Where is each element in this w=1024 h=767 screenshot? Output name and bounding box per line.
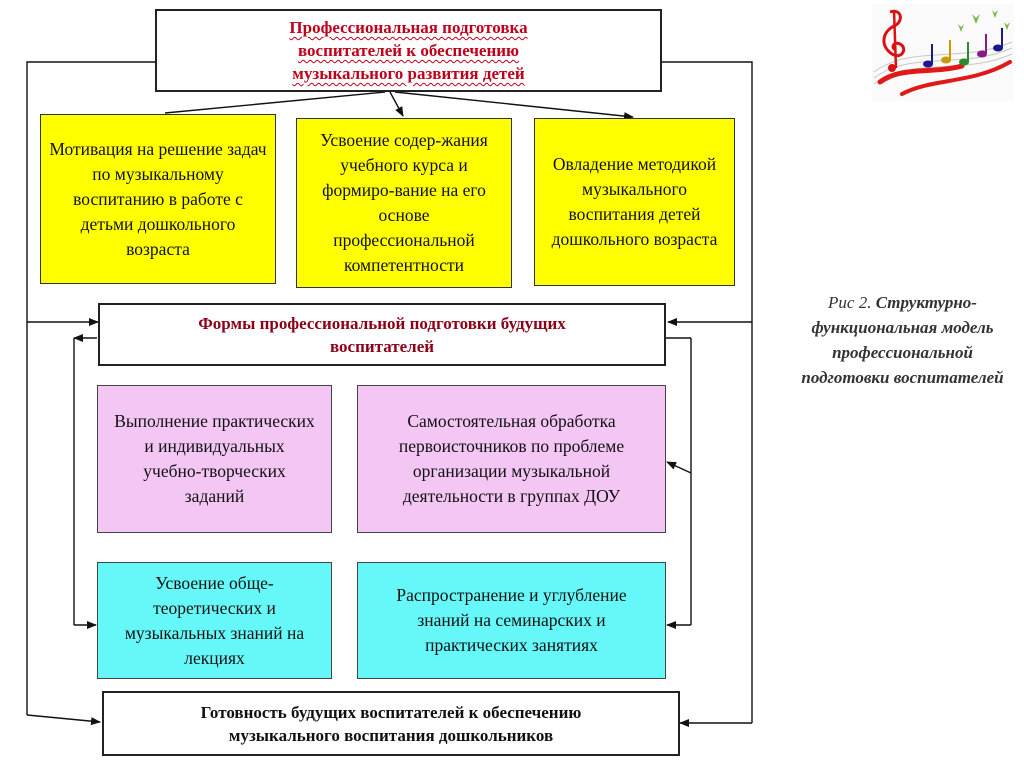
seminars-text: Распространение и углубление знаний на с… xyxy=(372,583,651,658)
readiness-box: Готовность будущих воспитателей к обеспе… xyxy=(102,691,680,756)
forms-title-line-1: Формы профессиональной подготовки будущи… xyxy=(198,312,566,335)
course-content-box: Усвоение содер-жания учебного курса и фо… xyxy=(296,118,512,288)
practical-tasks-box: Выполнение практических и индивидуальных… xyxy=(97,385,332,533)
motivation-text: Мотивация на решение задач по музыкально… xyxy=(49,137,267,262)
figure-caption: Рис 2. Структурно-функциональная модель … xyxy=(795,290,1010,390)
arrow-top-to-motivation xyxy=(165,92,385,113)
top-title-line-1: Профессиональная подготовка xyxy=(289,16,527,39)
lectures-text: Усвоение обще-теоретических и музыкальны… xyxy=(114,571,315,671)
top-title-box: Профессиональная подготовка воспитателей… xyxy=(155,9,662,92)
top-title-line-2: воспитателей к обеспечению xyxy=(298,39,519,62)
arrow-top-to-content xyxy=(390,92,403,116)
forms-box: Формы профессиональной подготовки будущи… xyxy=(98,303,666,366)
lectures-box: Усвоение обще-теоретических и музыкальны… xyxy=(97,562,332,679)
arrow-left-to-readiness xyxy=(27,715,100,722)
arrow-to-self-study xyxy=(667,462,691,473)
methodology-text: Овладение методикой музыкального воспита… xyxy=(549,152,720,252)
course-content-text: Усвоение содер-жания учебного курса и фо… xyxy=(311,128,497,278)
motivation-box: Мотивация на решение задач по музыкально… xyxy=(40,114,276,284)
seminars-box: Распространение и углубление знаний на с… xyxy=(357,562,666,679)
arrow-top-to-method xyxy=(395,92,633,117)
methodology-box: Овладение методикой музыкального воспита… xyxy=(534,118,735,286)
top-title-line-3: музыкального развития детей xyxy=(292,62,524,85)
readiness-line-2: музыкального воспитания дошкольников xyxy=(229,724,553,747)
caption-prefix: Рис 2. xyxy=(828,293,876,312)
self-study-text: Самостоятельная обработка первоисточнико… xyxy=(368,409,655,509)
readiness-line-1: Готовность будущих воспитателей к обеспе… xyxy=(201,701,582,724)
music-notes-decoration-icon xyxy=(872,4,1014,101)
forms-title-line-2: воспитателей xyxy=(330,335,434,358)
self-study-box: Самостоятельная обработка первоисточнико… xyxy=(357,385,666,533)
practical-tasks-text: Выполнение практических и индивидуальных… xyxy=(114,409,315,509)
